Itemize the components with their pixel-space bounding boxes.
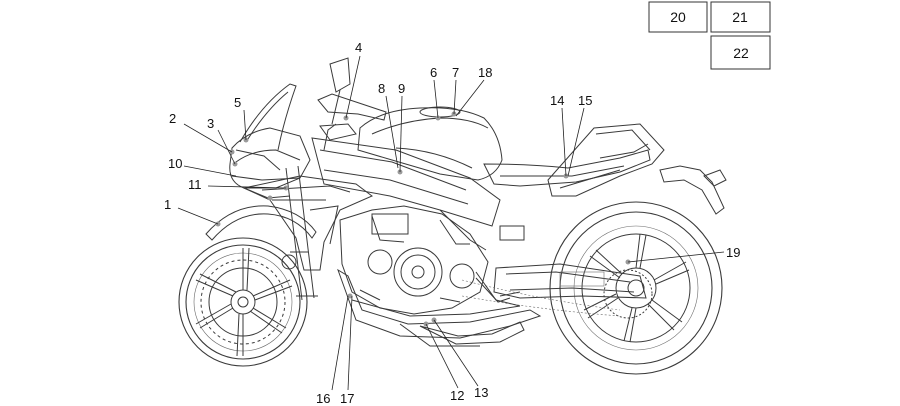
callout-15: 15 [578,93,592,108]
seat [483,149,651,187]
callout-6: 6 [430,65,437,80]
leader-lines [177,55,725,391]
callout-12: 12 [450,388,464,403]
exhaust [419,321,525,345]
callout-17: 17 [340,391,354,406]
front-fork [281,165,318,301]
callout-1: 1 [164,197,171,212]
callout-18: 18 [478,65,492,80]
fuel-tank [357,106,503,181]
front-fairing [229,83,311,199]
motorcycle-illustration [178,57,727,375]
chain [461,279,621,317]
legend-boxes: 20 21 22 [648,1,771,70]
legend-box-21-label: 21 [732,9,748,25]
callout-16: 16 [316,391,330,406]
legend-box-20 [648,1,708,33]
tail-section [547,123,665,197]
callout-13: 13 [474,385,488,400]
callout-11: 11 [188,177,202,192]
engine [339,205,525,315]
front-wheel [178,237,308,367]
callout-7: 7 [452,65,459,80]
callout-14: 14 [550,93,564,108]
callout-3: 3 [207,116,214,131]
mirror-handlebar [317,57,387,151]
decal-areas [215,111,631,327]
callout-5: 5 [234,95,241,110]
callout-9: 9 [398,81,405,96]
callout-8: 8 [378,81,385,96]
swingarm [493,263,647,299]
callout-19: 19 [726,245,740,260]
callout-2: 2 [169,111,176,126]
belly-pan [337,268,542,347]
legend-box-22-label: 22 [733,45,749,61]
legend-box-22 [710,35,771,70]
callout-labels: 1 2 3 4 5 6 7 8 9 10 11 12 13 14 15 16 1… [164,40,740,406]
callout-10: 10 [168,156,182,171]
footpeg-bracket [475,277,521,303]
front-fender [205,205,317,241]
side-fairing [242,175,373,271]
callout-4: 4 [355,40,362,55]
legend-box-21 [710,1,771,33]
legend-box-20-label: 20 [670,9,686,25]
rear-wheel [549,201,723,375]
license-plate-holder [659,165,727,215]
